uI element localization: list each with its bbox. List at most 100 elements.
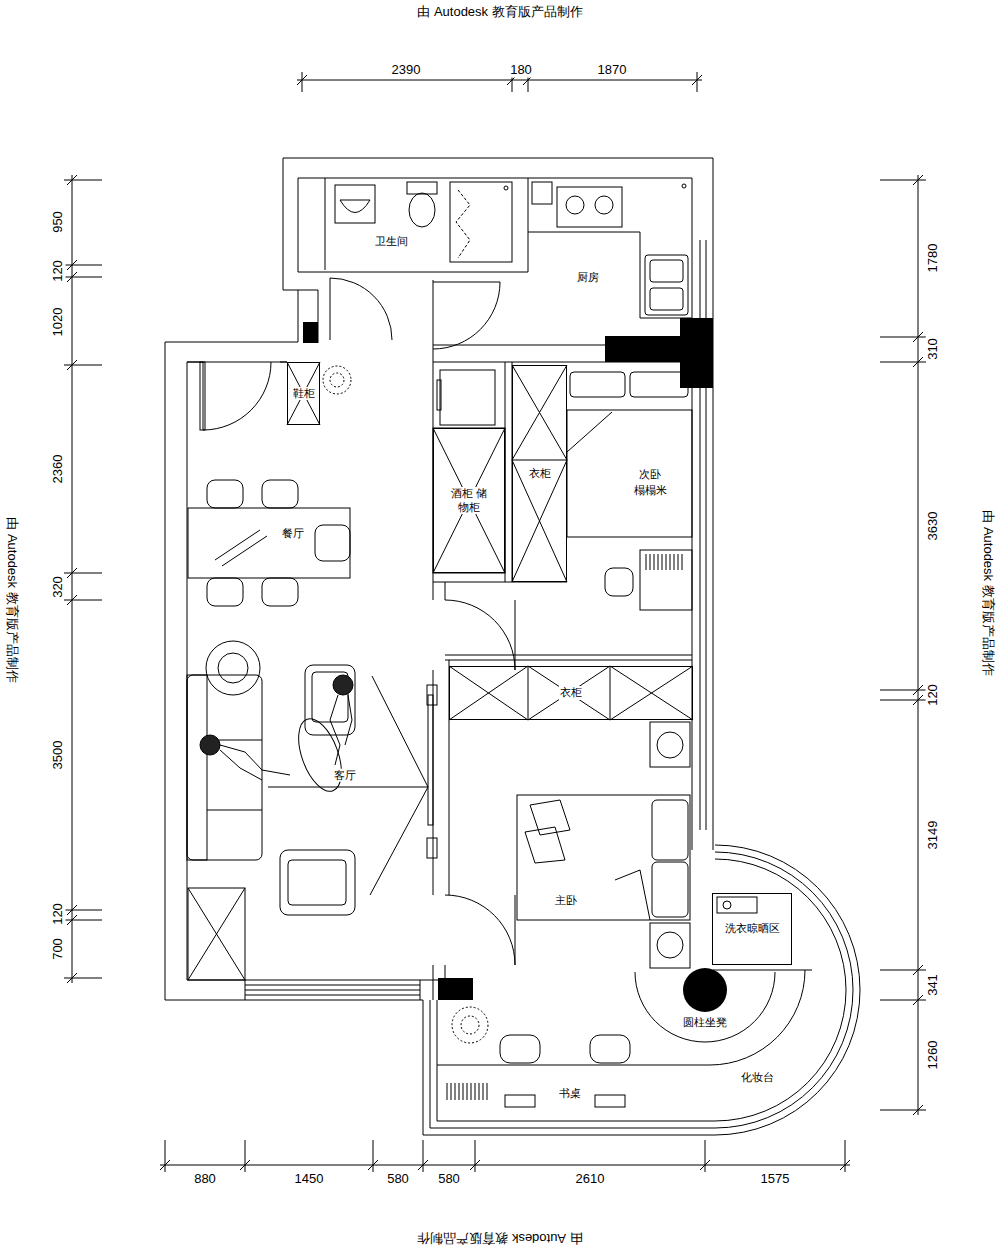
bedroom-furniture: [567, 412, 612, 452]
node-text: 衣柜: [559, 686, 583, 699]
dimension-line: [918, 175, 919, 1115]
dimension-line: [880, 180, 926, 1110]
bedroom-furniture: [630, 372, 688, 397]
person-figure: [333, 675, 353, 695]
bedroom-furniture: [517, 795, 690, 920]
dimension-value: 950: [51, 210, 66, 234]
wall-line: [298, 178, 528, 272]
bedroom-furniture: [652, 800, 688, 860]
dimension-line: [72, 175, 73, 983]
bedroom-furniture: [646, 554, 682, 570]
plant-symbol: [323, 366, 351, 394]
wall-line: [325, 178, 326, 270]
living-furniture: [206, 641, 260, 695]
bedroom-furniture: [650, 722, 690, 767]
dimension-line: [302, 72, 697, 92]
door-swing: [200, 362, 205, 430]
dimension-value: 3630: [926, 511, 941, 542]
dining-set: [262, 480, 298, 508]
bathroom-fixture: [456, 190, 470, 258]
dimension-value: 120: [926, 683, 941, 707]
room-name: 榻榻米: [633, 484, 668, 497]
bedroom-furniture: [525, 800, 570, 863]
kitchen-fixture: [528, 182, 692, 318]
dimension-value: 120: [51, 902, 66, 926]
wall-column: [303, 318, 713, 1000]
dimension-value: 1260: [926, 1040, 941, 1071]
dimension-value: 2390: [391, 63, 422, 78]
dimension-line: [297, 75, 702, 85]
bedroom-furniture: [570, 372, 625, 397]
room-name: 厨房: [576, 271, 600, 284]
plant-symbol: [330, 373, 344, 387]
dimension-line: [165, 1140, 845, 1172]
kitchen-fixture: [595, 196, 613, 214]
living-furniture: [187, 675, 207, 860]
wardrobe: 衣柜: [449, 666, 693, 720]
door-swing: [433, 282, 500, 349]
person-figure: [200, 675, 353, 780]
living-furniture: [428, 695, 433, 825]
bathroom-fixture: [407, 182, 437, 194]
dimension-value: 580: [437, 1172, 461, 1187]
door-swing: [200, 278, 515, 965]
living-furniture: [187, 641, 437, 1000]
kitchen-fixture: [650, 260, 683, 282]
dimension-value: 3149: [926, 820, 941, 851]
dimension-value: 700: [51, 937, 66, 961]
wall-line: [298, 178, 692, 318]
wall-line: [283, 158, 713, 850]
bedroom-furniture: [567, 410, 692, 537]
watermark: 由 Autodesk 教育版产品制作: [416, 5, 583, 20]
wall-line: [433, 280, 434, 362]
dining-set: [262, 578, 298, 606]
room-name: 卫生间: [374, 235, 409, 248]
living-furniture: [305, 665, 355, 735]
bathroom-fixture: [335, 185, 375, 223]
cabinet-cross: [437, 380, 441, 410]
plant-symbol: [461, 1016, 479, 1034]
bedroom-furniture: [652, 862, 688, 917]
wall-line: [445, 655, 692, 660]
node-text: 洗衣晾晒区: [724, 922, 781, 935]
dimension-line: [67, 175, 77, 983]
dimension-value: 2360: [51, 454, 66, 485]
kitchen-fixture: [650, 288, 683, 310]
dimension-value: 1870: [597, 63, 628, 78]
furniture-name: 圆柱坐凳: [682, 1016, 728, 1029]
bedroom-furniture: [517, 372, 692, 968]
dimension-value: 120: [51, 259, 66, 283]
room-name: 主卧: [554, 894, 578, 907]
door-swing: [445, 600, 515, 670]
kitchen-fixture: [532, 182, 552, 204]
person-figure: [330, 695, 352, 765]
kitchen-fixture: [557, 187, 622, 227]
cabinet-cross: [188, 362, 693, 980]
wall-line: [505, 362, 512, 582]
bedroom-furniture: [640, 550, 692, 610]
bathroom-fixture: [335, 182, 512, 262]
living-furniture: [280, 850, 355, 915]
kitchen-fixture: [528, 232, 692, 318]
balcony-outline: [423, 845, 860, 1135]
door-swing: [445, 895, 515, 965]
watermark: 由 Autodesk 教育版产品制作: [5, 516, 20, 683]
furniture-name: 化妆台: [740, 1071, 775, 1084]
wall-line: [445, 582, 449, 978]
dining-set: [207, 578, 243, 606]
balcony-furniture: [447, 1083, 487, 1100]
cabinet-cross: [433, 428, 505, 573]
bedroom-furniture: [615, 870, 650, 920]
room-name: 餐厅: [281, 527, 305, 540]
living-furniture: [427, 685, 437, 705]
cabinet-cross: [440, 370, 495, 425]
door-swing: [330, 278, 392, 340]
living-furniture: [245, 980, 420, 1000]
bedroom-furniture: [650, 923, 690, 968]
balcony-furniture: [447, 897, 757, 1107]
wine-cabinet: 酒柜 储物柜: [433, 428, 505, 573]
door-swing: [203, 362, 271, 430]
person-figure: [200, 735, 220, 755]
